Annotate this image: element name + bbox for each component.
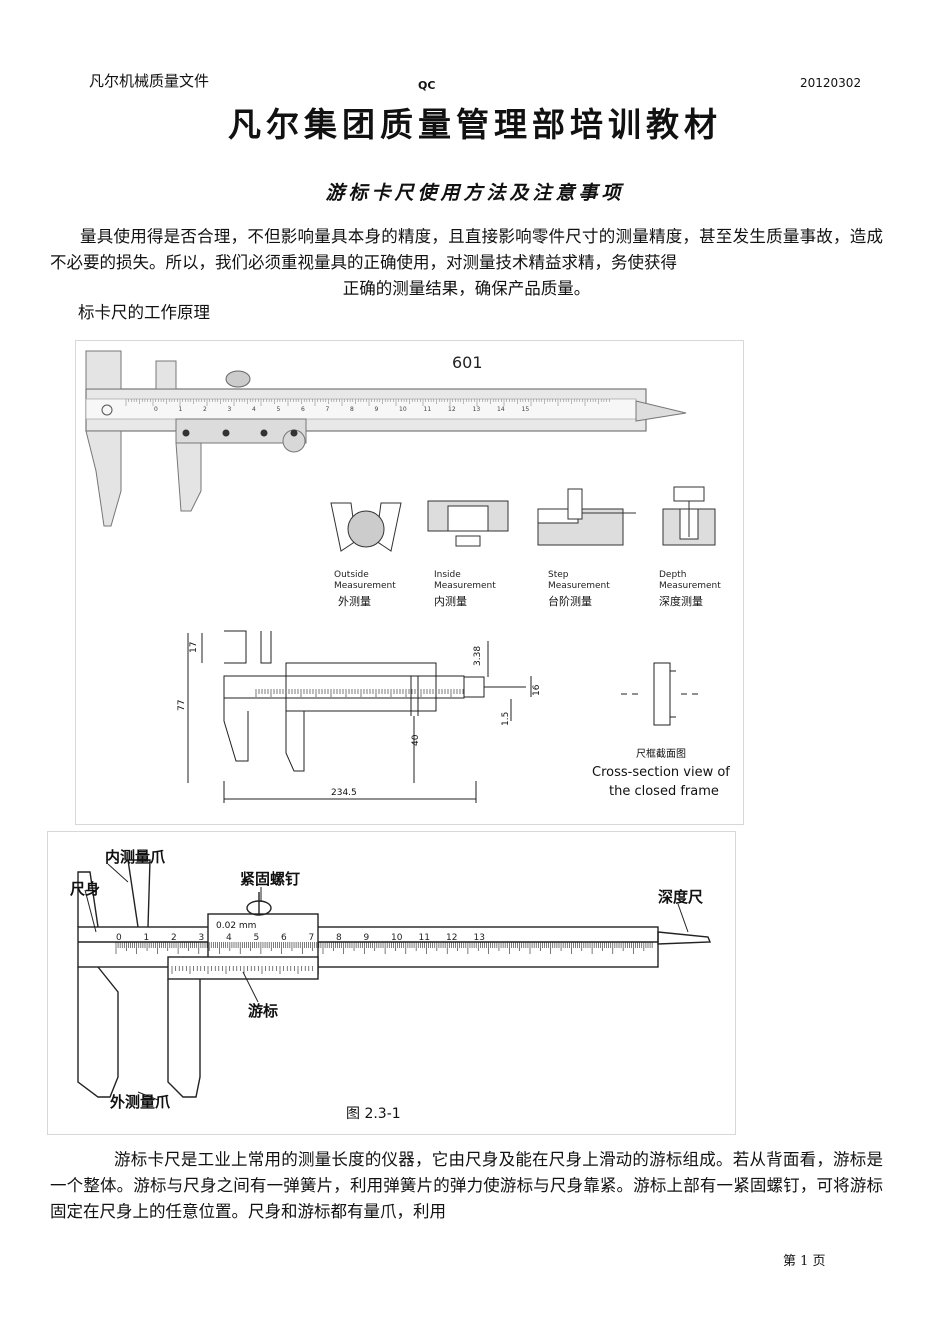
scale-number: 11: [424, 406, 432, 413]
method-2-cn: 内测量: [434, 594, 467, 608]
method-3-en1: Step: [548, 570, 569, 580]
parts-scale-number: 13: [474, 933, 485, 943]
intro-last-line: 正确的测量结果，确保产品质量。: [342, 279, 591, 298]
dim-1-5: 1.5: [501, 712, 511, 726]
page-number: 第 1 页: [783, 1254, 826, 1269]
header-date: 20120302: [800, 76, 862, 90]
label-inner-jaw: 内测量爪: [105, 848, 166, 866]
parts-scale-ticks: [115, 942, 653, 974]
method-4-cn: 深度测量: [659, 594, 703, 608]
scale-number: 13: [473, 406, 481, 413]
dim-77: 77: [177, 700, 187, 711]
dim-40: 40: [411, 734, 421, 746]
scale-number: 2: [203, 406, 207, 413]
parts-scale-number: 0: [116, 933, 122, 943]
parts-scale-number: 1: [144, 933, 150, 943]
parts-scale-number: 5: [254, 933, 260, 943]
dim-3-38: 3.38: [473, 646, 483, 666]
label-outer-jaw: 外测量爪: [109, 1093, 171, 1111]
parts-scale-number: 11: [419, 933, 430, 943]
scale-number: 3: [228, 406, 232, 413]
figure-caption: 图 2.3-1: [346, 1106, 401, 1122]
cross-section-cn: 尺框截面图: [636, 747, 686, 760]
step-measure-icon: [537, 488, 636, 546]
scale-number: 0: [154, 406, 158, 413]
scale-number: 9: [375, 406, 379, 413]
label-vernier: 游标: [248, 1002, 278, 1020]
leader-lines: [84, 863, 689, 1101]
method-1-cn: 外测量: [338, 595, 371, 608]
intro-paragraph: 量具使用得是否合理，不但影响量具本身的精度，且直接影响零件尺寸的测量精度，甚至发…: [50, 224, 883, 302]
method-2-en2: Measurement: [434, 581, 496, 591]
label-lock-screw: 紧固螺钉: [240, 870, 300, 888]
outside-measure-icon: [330, 502, 402, 552]
drawing-scale-ticks: [255, 689, 464, 697]
engineering-drawing: [187, 630, 532, 803]
method-2-en1: Inside: [434, 570, 461, 580]
header-dept: QC: [418, 79, 436, 92]
section-heading: 标卡尺的工作原理: [78, 303, 210, 322]
cross-section-icon: [621, 662, 701, 726]
page-title: 凡尔集团质量管理部培训教材: [228, 105, 722, 144]
scale-number: 6: [301, 406, 305, 413]
caliper-parts-outline: [77, 859, 712, 1098]
depth-measure-icon: [662, 486, 716, 546]
caliper-photo: [85, 350, 687, 527]
dim-234-5: 234.5: [331, 788, 357, 798]
parts-scale-number: 2: [171, 933, 177, 943]
scale-number: 14: [497, 406, 505, 413]
scale-number: 7: [326, 406, 330, 413]
model-number: 601: [452, 353, 483, 372]
scale-number: 8: [350, 406, 354, 413]
body-paragraph: 游标卡尺是工业上常用的测量长度的仪器，它由尺身及能在尺身上滑动的游标组成。若从背…: [50, 1150, 883, 1221]
method-3-cn: 台阶测量: [548, 594, 592, 608]
scale-number: 15: [522, 406, 530, 413]
scale-number: 1: [179, 406, 183, 413]
method-4-en2: Measurement: [659, 581, 721, 591]
method-4-en1: Depth: [659, 570, 686, 580]
parts-scale-number: 10: [391, 933, 403, 943]
dim-17: 17: [189, 642, 199, 653]
dim-16: 16: [532, 684, 542, 696]
parts-scale-number: 6: [281, 933, 287, 943]
parts-scale-number: 3: [199, 933, 205, 943]
intro-text: 量具使用得是否合理，不但影响量具本身的精度，且直接影响零件尺寸的测量精度，甚至发…: [50, 227, 883, 272]
scale-number: 12: [448, 406, 456, 413]
header-doc-type: 凡尔机械质量文件: [89, 72, 210, 90]
label-depth-rod: 深度尺: [658, 888, 703, 906]
parts-scale-number: 9: [364, 933, 370, 943]
scale-number: 10: [399, 406, 407, 413]
parts-scale-number: 7: [309, 933, 315, 943]
cross-section-en1: Cross-section view of: [592, 765, 730, 780]
parts-scale-number: 8: [336, 933, 342, 943]
method-1-en2: Measurement: [334, 581, 396, 591]
method-3-en2: Measurement: [548, 581, 610, 591]
inside-measure-icon: [427, 500, 509, 547]
page-subtitle: 游标卡尺使用方法及注意事项: [325, 182, 625, 204]
vernier-resolution: 0.02 mm: [216, 921, 256, 931]
cross-section-en2: the closed frame: [609, 784, 719, 799]
scale-number: 4: [252, 406, 256, 413]
label-ruler-body: 尺身: [70, 880, 100, 898]
parts-scale-number: 4: [226, 933, 232, 943]
parts-scale-number: 12: [446, 933, 457, 943]
scale-number: 5: [277, 406, 281, 413]
method-1-en1: Outside: [334, 570, 369, 580]
